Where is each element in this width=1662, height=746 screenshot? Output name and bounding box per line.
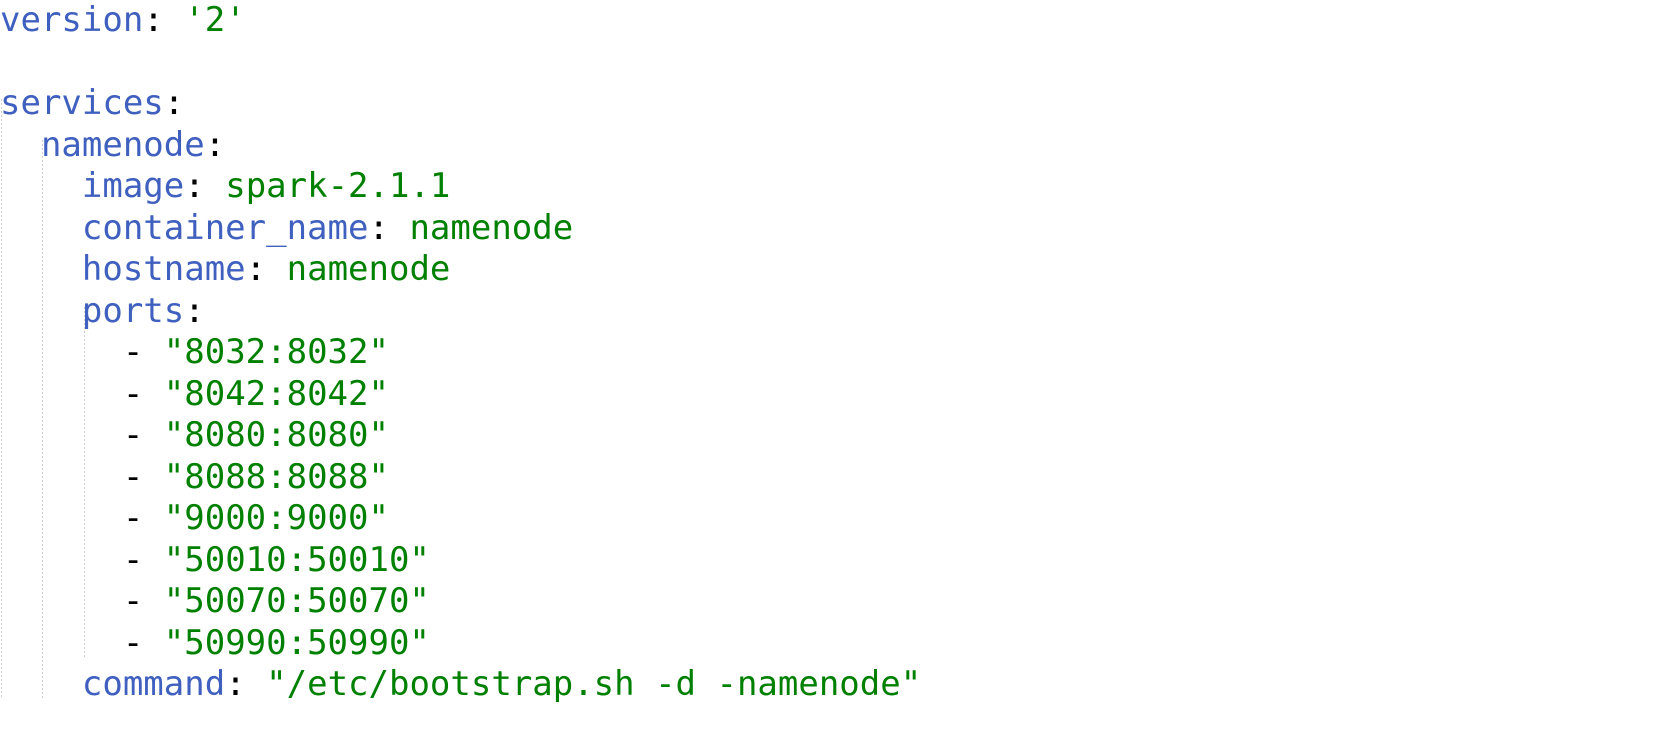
yaml-value: "9000:9000" (163, 498, 389, 538)
indent-whitespace (0, 125, 41, 165)
yaml-value: "50010:50010" (163, 539, 430, 580)
code-line[interactable]: - "8080:8080" (0, 415, 1662, 457)
space (143, 540, 163, 580)
space (143, 581, 163, 621)
yaml-colon: : (143, 0, 164, 40)
yaml-key: namenode (40, 124, 205, 165)
indent-whitespace (0, 498, 123, 538)
yaml-colon: : (204, 124, 226, 165)
space (205, 166, 225, 206)
code-line[interactable]: - "8032:8032" (0, 332, 1662, 374)
code-line[interactable]: container_name: namenode (0, 208, 1662, 250)
list-dash: - (122, 373, 144, 414)
space (143, 457, 163, 497)
yaml-colon: : (368, 207, 389, 248)
code-line[interactable]: - "9000:9000" (0, 498, 1662, 540)
indent-whitespace (0, 249, 82, 289)
yaml-value: namenode (409, 207, 574, 248)
code-line[interactable]: - "8042:8042" (0, 374, 1662, 416)
space (143, 374, 163, 414)
yaml-value: "8088:8088" (163, 456, 389, 497)
indent-whitespace (0, 374, 123, 414)
yaml-value: spark-2.1.1 (225, 166, 451, 206)
yaml-key: command (81, 664, 226, 704)
yaml-key: container_name (81, 207, 369, 248)
space (266, 249, 286, 289)
code-line[interactable]: - "8088:8088" (0, 457, 1662, 499)
indent-whitespace (0, 457, 123, 497)
indent-whitespace (0, 540, 123, 580)
yaml-colon: : (163, 83, 185, 123)
yaml-value: "8042:8042" (163, 373, 389, 414)
code-line[interactable]: image: spark-2.1.1 (0, 166, 1662, 208)
code-line[interactable]: hostname: namenode (0, 249, 1662, 291)
list-dash: - (122, 456, 144, 497)
indent-whitespace (0, 291, 82, 331)
code-line[interactable]: command: "/etc/bootstrap.sh -d -namenode… (0, 664, 1662, 706)
code-line[interactable]: ports: (0, 291, 1662, 333)
indent-whitespace (0, 415, 123, 455)
list-dash: - (122, 581, 144, 621)
indent-whitespace (0, 332, 123, 372)
space (164, 0, 184, 40)
indent-whitespace (0, 623, 123, 663)
list-dash: - (122, 539, 144, 580)
code-line[interactable]: - "50990:50990" (0, 623, 1662, 665)
yaml-value: "50070:50070" (163, 581, 430, 621)
code-line[interactable]: - "50070:50070" (0, 581, 1662, 623)
list-dash: - (122, 332, 144, 372)
space (246, 664, 266, 704)
yaml-value: "50990:50990" (163, 622, 430, 663)
code-line[interactable] (0, 42, 1662, 84)
yaml-key: ports (81, 290, 185, 331)
yaml-value: '2' (184, 0, 246, 40)
indent-whitespace (0, 208, 82, 248)
indent-whitespace (0, 664, 82, 704)
code-line[interactable]: version: '2' (0, 0, 1662, 42)
indent-whitespace (0, 581, 123, 621)
yaml-key: services (0, 83, 164, 123)
list-dash: - (122, 622, 144, 663)
space (143, 332, 163, 372)
list-dash: - (122, 498, 144, 538)
yaml-value: "8080:8080" (163, 415, 389, 455)
yaml-key: version (0, 0, 144, 40)
space (143, 498, 163, 538)
indent-whitespace (0, 166, 82, 206)
space (143, 623, 163, 663)
code-line[interactable]: services: (0, 83, 1662, 125)
yaml-value: "8032:8032" (163, 332, 389, 372)
code-content[interactable]: version: '2' services: namenode: image: … (0, 0, 1662, 706)
yaml-colon: : (184, 290, 205, 331)
code-line[interactable]: namenode: (0, 125, 1662, 167)
space (143, 415, 163, 455)
yaml-key: image (81, 166, 185, 206)
code-line[interactable]: - "50010:50010" (0, 540, 1662, 582)
list-dash: - (122, 415, 144, 455)
yaml-colon: : (245, 249, 267, 289)
yaml-value: namenode (286, 249, 451, 289)
yaml-colon: : (225, 664, 246, 704)
yaml-value: "/etc/bootstrap.sh -d -namenode" (266, 664, 922, 704)
space (389, 208, 409, 248)
yaml-colon: : (184, 166, 205, 206)
yaml-key: hostname (81, 249, 246, 289)
